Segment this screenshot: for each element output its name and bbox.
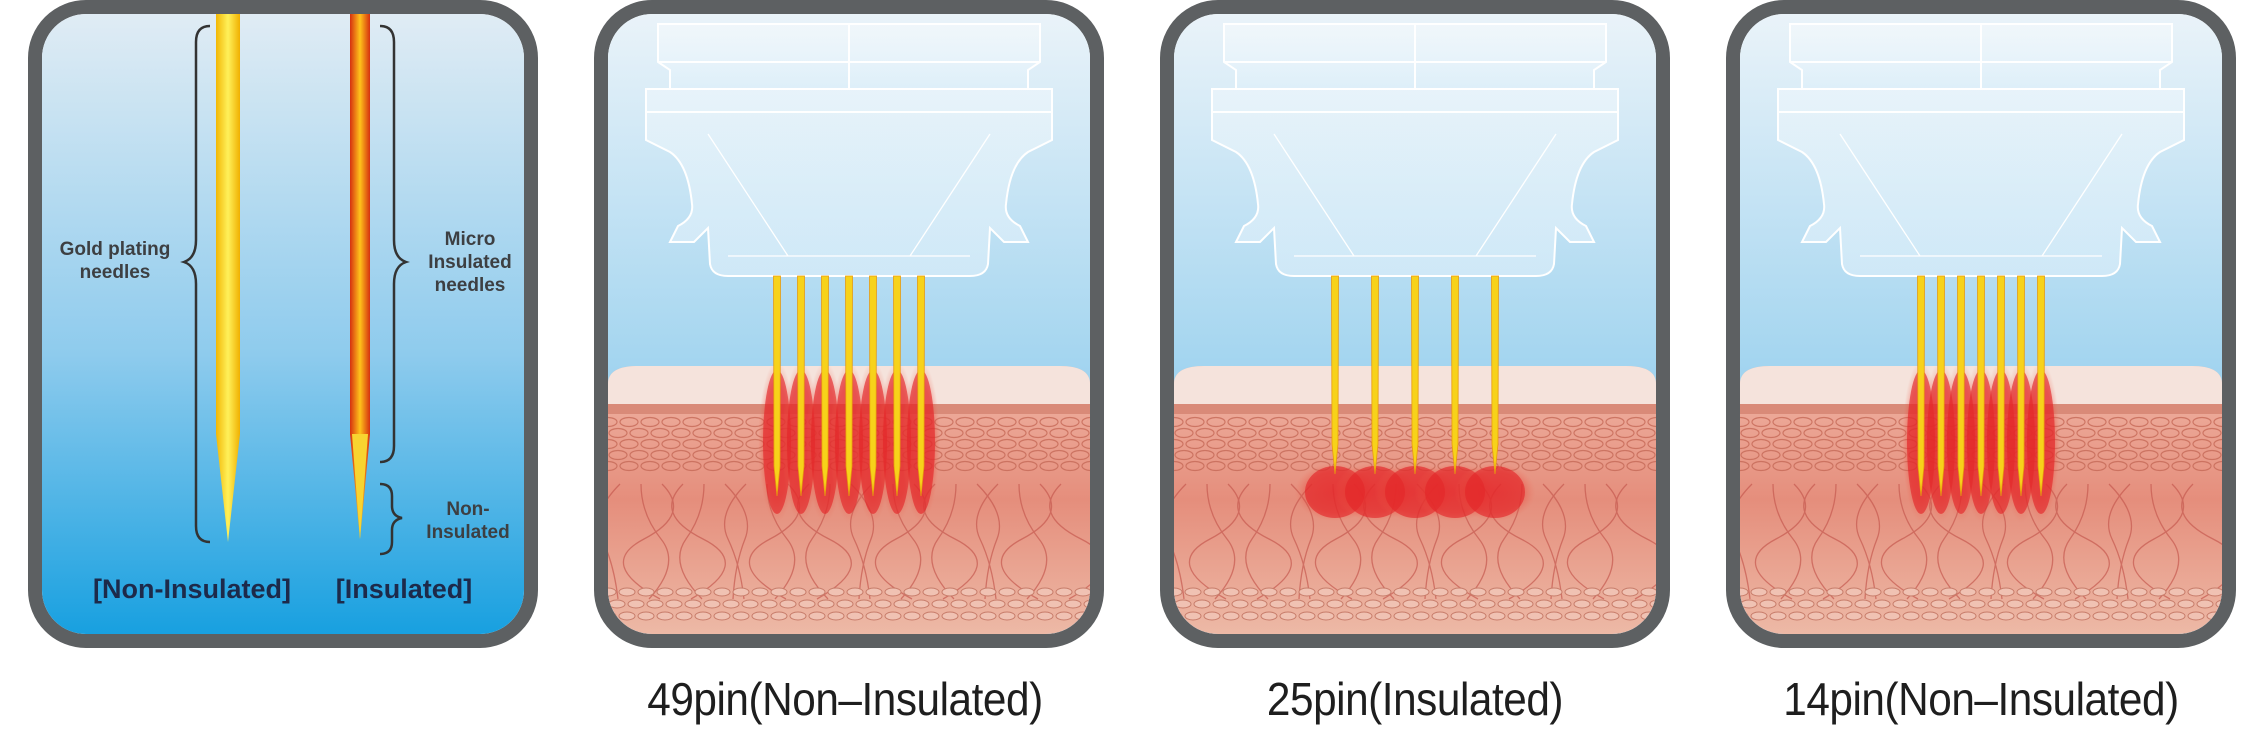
- handpiece-tip: [1211, 23, 1619, 277]
- micro-insulated-needles-label: Micro Insulated needles: [428, 229, 512, 296]
- tip-caption-14pin: 14pin(Non–Insulated): [1783, 673, 2179, 725]
- microneedle: [917, 275, 925, 497]
- microneedle: [1371, 275, 1379, 475]
- microneedle: [821, 275, 829, 497]
- needle-array: [1294, 275, 1536, 522]
- micro-insulated-brace: [379, 24, 410, 464]
- microneedle: [2037, 275, 2045, 497]
- needle-types-panel: Gold plating needles Micro Insulated nee…: [28, 0, 538, 648]
- gold-plating-needle: [216, 14, 240, 542]
- coagulation-zone: [1465, 466, 1525, 518]
- tip-panel-14pin: [1726, 0, 2236, 648]
- fat-cells: [1740, 587, 2222, 621]
- tip-panel-25pin: [1160, 0, 1670, 648]
- non-insulated-caption: [Non-Insulated]: [93, 574, 291, 604]
- dermal-fibers: [1174, 483, 1656, 600]
- microneedle: [1917, 275, 1925, 497]
- microneedle: [1411, 275, 1419, 475]
- handpiece-tip: [645, 23, 1053, 277]
- microneedle: [845, 275, 853, 497]
- microneedle: [1331, 275, 1339, 475]
- gold-needle-brace: [180, 24, 211, 544]
- gold-plating-needles-label: Gold plating needles: [59, 239, 171, 283]
- microneedle: [1957, 275, 1965, 497]
- non-insulated-brace: [379, 482, 403, 556]
- microneedle: [1937, 275, 1945, 497]
- fat-cells: [1174, 587, 1656, 621]
- fat-cells: [608, 587, 1090, 621]
- microneedle: [1977, 275, 1985, 497]
- microneedle: [869, 275, 877, 497]
- non-insulated-needles-label: Non-Insulated: [426, 499, 510, 543]
- insulated-caption: [Insulated]: [335, 574, 473, 604]
- microneedle: [773, 275, 781, 497]
- tip-panel-49pin: [594, 0, 1104, 648]
- microneedle: [1491, 275, 1499, 475]
- microneedle: [1451, 275, 1459, 475]
- insulated-needle: [350, 14, 370, 539]
- microneedle: [893, 275, 901, 497]
- tip-caption-25pin: 25pin(Insulated): [1266, 673, 1564, 725]
- microneedle: [1997, 275, 2005, 497]
- handpiece-tip: [1777, 23, 2185, 277]
- microneedle: [797, 275, 805, 497]
- needle-array: [758, 275, 940, 523]
- needle-array: [1902, 275, 2060, 523]
- tip-caption-49pin: 49pin(Non–Insulated): [647, 673, 1043, 725]
- microneedle: [2017, 275, 2025, 497]
